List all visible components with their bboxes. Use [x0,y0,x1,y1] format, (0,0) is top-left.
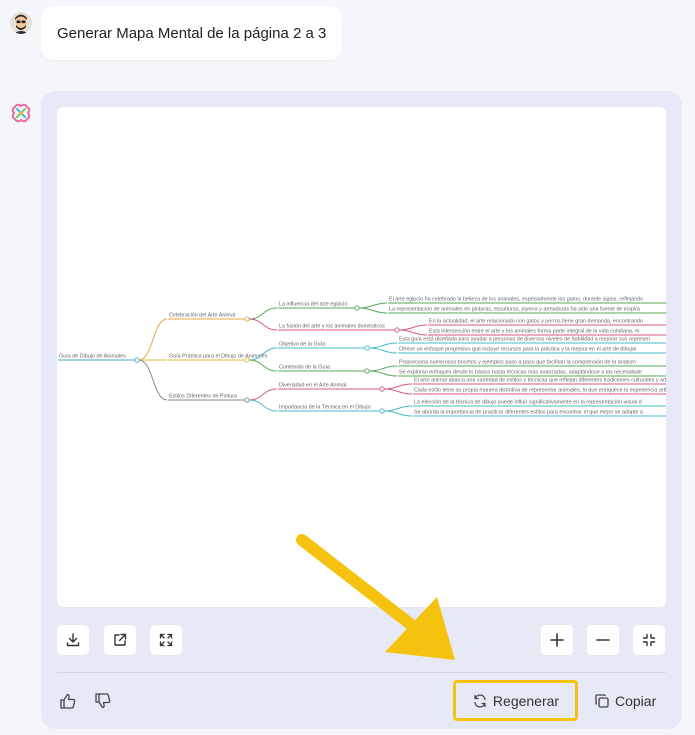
fit-screen-icon [642,633,656,647]
user-message: Generar Mapa Mental de la página 2 a 3 [41,6,343,60]
mindmap-root-node[interactable] [134,357,140,363]
share-icon [114,633,127,646]
mindmap-subtopic-node[interactable] [379,408,385,414]
assistant-logo-icon [11,103,31,123]
mindmap-subtopic-connector [248,318,278,331]
mindmap-leaf-label: La representación de animales en pintura… [389,307,640,313]
mindmap-leaf-label: La elección de la técnica de dibujo pued… [414,400,642,406]
mindmap-subtopic-connector [248,307,278,320]
mindmap-answer-card: Guía de Dibujo de Animales Celebración de… [41,91,682,729]
mindmap-subtopic-node[interactable] [354,305,360,311]
refresh-icon [474,693,486,708]
mindmap-branch-connector [138,359,168,401]
mindmap-leaf-connector [358,302,388,309]
download-button[interactable] [57,625,89,655]
mindmap-leaf-label: Cada estilo tiene su propia manera disti… [414,388,666,394]
mindmap-subtopic-label: Objetivo de la Guía [279,342,325,348]
zoom-in-icon [550,633,564,647]
zoom-in-button[interactable] [541,625,573,655]
mindmap-leaf-label: Esta intersección entre el arte y los an… [429,329,640,335]
regenerate-label: Regenerar [492,692,560,709]
fullscreen-icon [159,633,173,647]
mindmap-leaf-connector [368,370,398,377]
mindmap-subtopic-label: Diversidad en el Arte Animal [279,383,346,389]
copy-button[interactable]: Copiar [594,689,656,713]
zoom-out-button[interactable] [587,625,619,655]
download-icon [66,633,80,647]
mindmap-leaf-label: El arte animal abarca una variedad de es… [414,378,666,384]
card-divider [57,672,666,673]
mindmap-subtopic-node[interactable] [364,345,370,351]
mindmap-leaf-label: Ofrece un enfoque progresivo que incluye… [399,347,637,353]
mindmap-branch-label: Estilos Diferentes de Pintura [169,394,237,400]
regenerate-button[interactable]: Regenerar [453,680,578,721]
fit-screen-button[interactable] [633,625,665,655]
mindmap-canvas[interactable]: Guía de Dibujo de Animales Celebración de… [57,107,666,607]
mindmap-subtopic-label: Importancia de la Técnica en el Dibujo [279,405,371,411]
mindmap-svg: Guía de Dibujo de Animales Celebración de… [58,297,666,417]
mindmap-branch-node[interactable] [244,397,250,403]
mindmap-subtopic-connector [248,359,278,372]
mindmap-leaf-connector [383,410,413,417]
mindmap-branch-node[interactable] [244,357,250,363]
mindmap-leaf-label: Esta guía está diseñada para ayudar a pe… [399,337,650,343]
copy-icon [595,694,609,708]
mindmap-subtopic-label: Contenido de la Guía [279,365,330,371]
mindmap-leaf-label: Se exploran enfoques desde lo básico has… [399,370,642,376]
mindmap-subtopic-connector [248,347,278,361]
mindmap-subtopic-connector [248,399,278,412]
copy-label: Copiar [615,693,657,709]
mindmap-subtopic-connector [248,388,278,401]
mindmap-subtopic-label: La influencia del arte egipcio [279,302,347,308]
mindmap-leaf-connector [398,324,428,331]
mindmap-branch-connector [138,318,168,361]
mindmap-leaf-connector [368,365,398,372]
mindmap-leaf-connector [358,307,388,314]
mindmap-leaf-connector [398,329,428,336]
mindmap-branch-label: Guía Práctica para el Dibujo de Animales [169,354,268,360]
mindmap-leaf-connector [368,347,398,354]
user-avatar [10,12,32,34]
mindmap-subtopic-node[interactable] [379,386,385,392]
mindmap-subtopic-node[interactable] [394,327,400,333]
mindmap-subtopic-label: La fusión del arte y los animales domést… [279,324,385,330]
mindmap-branch-label: Celebración del Arte Animal [169,313,235,319]
mindmap-root: Guía de Dibujo de Animales [59,354,126,360]
user-message-text: Generar Mapa Mental de la página 2 a 3 [57,24,327,42]
share-button[interactable] [104,625,136,655]
mindmap-leaf-label: El arte egipcio ha celebrado la belleza … [389,297,643,303]
mindmap-leaf-connector [368,342,398,349]
mindmap-leaf-label: Se aborda la importancia de practicar di… [414,410,643,416]
mindmap-leaf-connector [383,383,413,390]
mindmap-leaf-connector [383,388,413,395]
thumbs-down-icon[interactable] [94,692,112,710]
mindmap-leaf-label: En la actualidad, el arte relacionado co… [429,319,643,325]
mindmap-leaf-label: Proporciona numerosos bocetos y ejemplos… [399,360,636,366]
mindmap-branch-node[interactable] [244,316,250,322]
thumbs-up-icon[interactable] [59,692,77,710]
mindmap-subtopic-node[interactable] [364,368,370,374]
fullscreen-button[interactable] [150,625,182,655]
mindmap-leaf-connector [383,405,413,412]
zoom-out-icon [596,639,610,641]
